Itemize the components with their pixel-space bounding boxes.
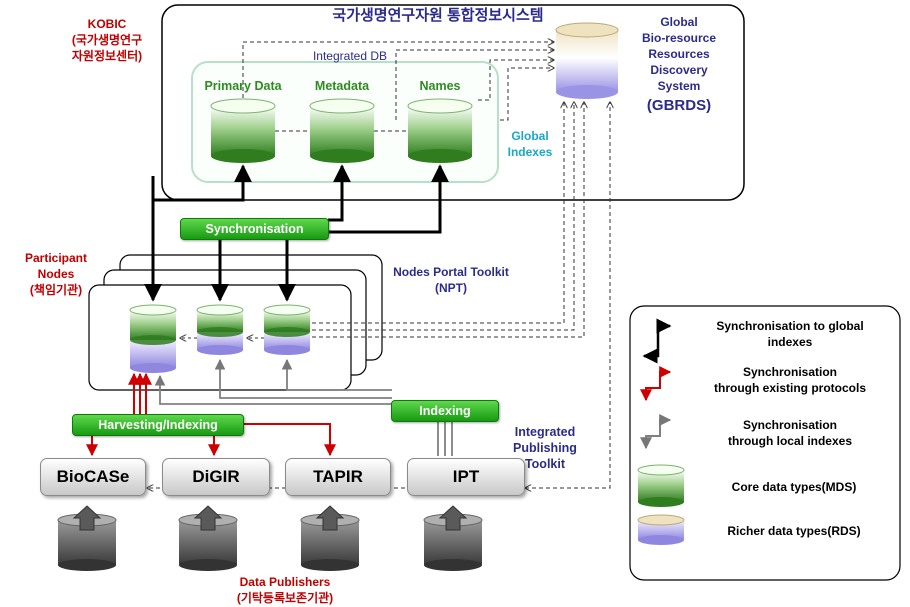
publisher-cylinder-1 <box>57 505 117 571</box>
global-indexes-label: Global Indexes <box>500 128 560 160</box>
legend-black-arrow-icon <box>642 318 672 364</box>
node-cylinder-3 <box>263 304 311 355</box>
legend-core-cylinder <box>637 464 685 507</box>
publishers-line-2: (기탁등록보존기관) <box>236 591 334 605</box>
global-indexes-line-2: Indexes <box>507 145 553 159</box>
ipt-toolkit-line-1: Integrated <box>514 425 576 439</box>
participant-nodes-label: Participant Nodes (책임기관) <box>10 250 102 298</box>
ipt-toolkit-label: Integrated Publishing Toolkit <box>506 424 584 472</box>
npt-line-1: Nodes Portal Toolkit <box>393 265 509 279</box>
indexing-badge: Indexing <box>391 400 499 422</box>
main-title: 국가생명연구자원 통합정보시스템 <box>332 7 544 24</box>
legend-sync-local-line-2: through local indexes <box>727 434 853 448</box>
legend-red-arrow-icon <box>640 366 672 402</box>
ipt-toolkit-line-2: Publishing <box>513 441 577 455</box>
global-indexes-line-1: Global <box>511 129 549 143</box>
kobic-line-2: (국가생명연구 <box>71 33 143 47</box>
legend-sync-protocols-line-1: Synchronisation <box>742 365 837 379</box>
npt-label: Nodes Portal Toolkit (NPT) <box>380 264 522 296</box>
legend-sync-protocols-line-2: through existing protocols <box>714 381 866 395</box>
legend-sync-local-text: Synchronisation through local indexes <box>690 417 890 449</box>
kobic-line-1: KOBIC <box>87 17 127 31</box>
protocol-box-biocase: BioCASe <box>40 458 146 496</box>
publisher-cylinder-2 <box>178 505 238 571</box>
node-cylinder-2 <box>196 304 244 355</box>
participant-line-1: Participant <box>24 251 87 265</box>
legend-sync-global-line-2: indexes <box>767 335 813 349</box>
metadata-cylinder <box>309 98 375 163</box>
metadata-label: Metadata <box>314 79 370 93</box>
red-harvest-arrows <box>86 372 336 457</box>
primary-data-cylinder <box>210 98 276 163</box>
legend-sync-global-text: Synchronisation to global indexes <box>690 318 890 350</box>
gbrds-line-2: Bio-resource <box>641 31 717 45</box>
names-label: Names <box>419 79 461 93</box>
publisher-cylinder-3 <box>300 505 360 571</box>
legend-gray-arrow-icon <box>640 414 672 450</box>
publisher-cylinders <box>57 505 483 571</box>
gbrds-abbr: (GBRDS) <box>646 97 712 114</box>
gbrds-cylinder <box>555 22 619 99</box>
protocol-box-tapir: TAPIR <box>285 458 391 496</box>
names-cylinder <box>407 98 473 163</box>
protocol-box-digir: DiGIR <box>162 458 270 496</box>
legend-richer-text: Richer data types(RDS) <box>727 524 861 538</box>
publisher-cylinder-4 <box>423 505 483 571</box>
dashed-link-names-gbrds <box>478 60 554 101</box>
legend-core-text: Core data types(MDS) <box>731 480 857 494</box>
gray-index-arrows <box>154 358 453 456</box>
harvesting-indexing-badge: Harvesting/Indexing <box>72 414 244 436</box>
legend-sync-protocols-text: Synchronisation through existing protoco… <box>690 364 890 396</box>
gbrds-line-1: Global <box>660 15 698 29</box>
ipt-toolkit-line-3: Toolkit <box>524 457 566 471</box>
data-publishers-label: Data Publishers (기탁등록보존기관) <box>210 574 360 606</box>
gbrds-label: Global Bio-resource Resources Discovery … <box>632 14 726 114</box>
integrated-db-label: Integrated DB <box>312 49 388 63</box>
primary-data-label: Primary Data <box>204 79 282 93</box>
gbrds-line-3: Resources <box>648 47 710 61</box>
npt-line-2: (NPT) <box>435 281 467 295</box>
dashed-link-metadata-gbrds <box>395 50 554 120</box>
node-cylinder-1 <box>129 304 177 373</box>
synchronisation-badge: Synchronisation <box>180 218 329 240</box>
participant-line-2: Nodes <box>37 267 75 281</box>
dashed-link-primary-gbrds <box>242 42 554 98</box>
legend-sync-local-line-1: Synchronisation <box>742 418 837 432</box>
publishers-line-1: Data Publishers <box>239 575 331 589</box>
gbrds-line-4: Discovery <box>650 63 708 77</box>
kobic-line-3: 자원정보센터) <box>71 49 143 63</box>
participant-line-3: (책임기관) <box>29 283 83 297</box>
legend-richer-cylinder <box>637 514 685 545</box>
legend-box <box>629 305 901 581</box>
kobic-label: KOBIC (국가생명연구 자원정보센터) <box>52 16 162 64</box>
legend-sync-global-line-1: Synchronisation to global <box>716 319 864 333</box>
black-sync-arrows <box>144 164 449 302</box>
protocol-box-ipt: IPT <box>407 458 525 496</box>
gbrds-line-5: System <box>657 79 701 93</box>
